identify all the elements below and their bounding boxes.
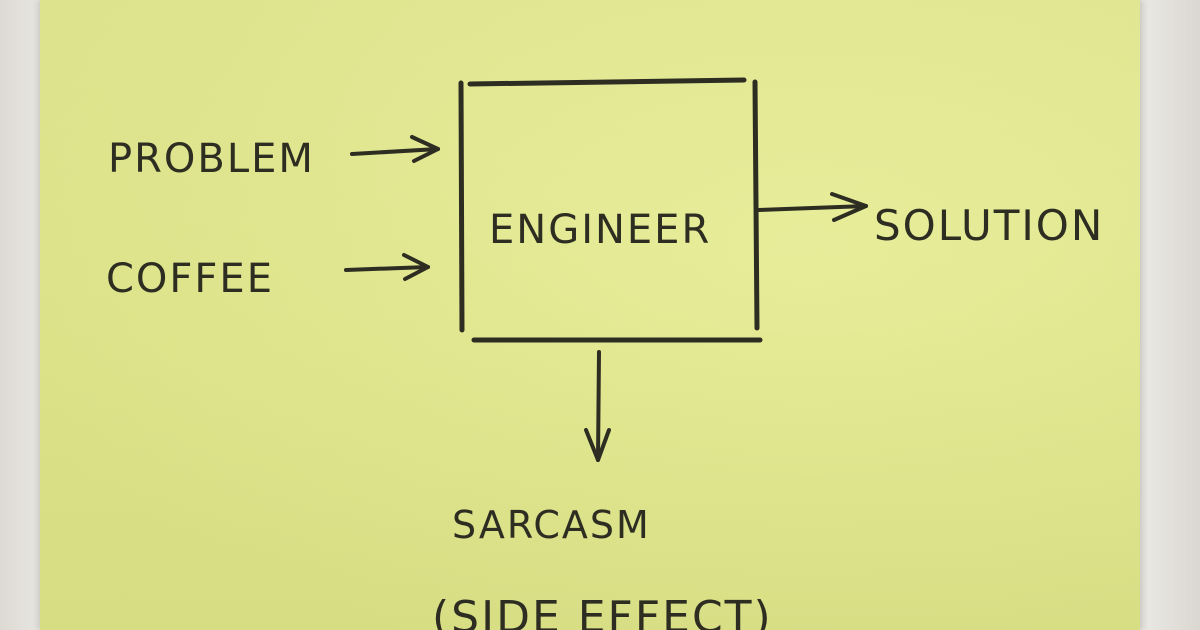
arrow-problem-to-engineer — [350, 135, 440, 163]
input-label-problem: PROBLEM — [108, 136, 315, 182]
side-effect-label-sarcasm: SARCASM — [452, 503, 651, 547]
arrow-engineer-to-sarcasm — [584, 350, 611, 462]
engineer-box — [458, 77, 763, 343]
output-label-solution: SOLUTION — [874, 201, 1104, 250]
input-label-coffee: COFFEE — [106, 256, 274, 302]
arrow-engineer-to-solution — [756, 192, 868, 222]
process-label-engineer: ENGINEER — [489, 207, 711, 253]
arrow-coffee-to-engineer — [344, 253, 430, 281]
side-effect-note: (SIDE EFFECT) — [432, 592, 773, 630]
sticky-note — [40, 0, 1140, 630]
